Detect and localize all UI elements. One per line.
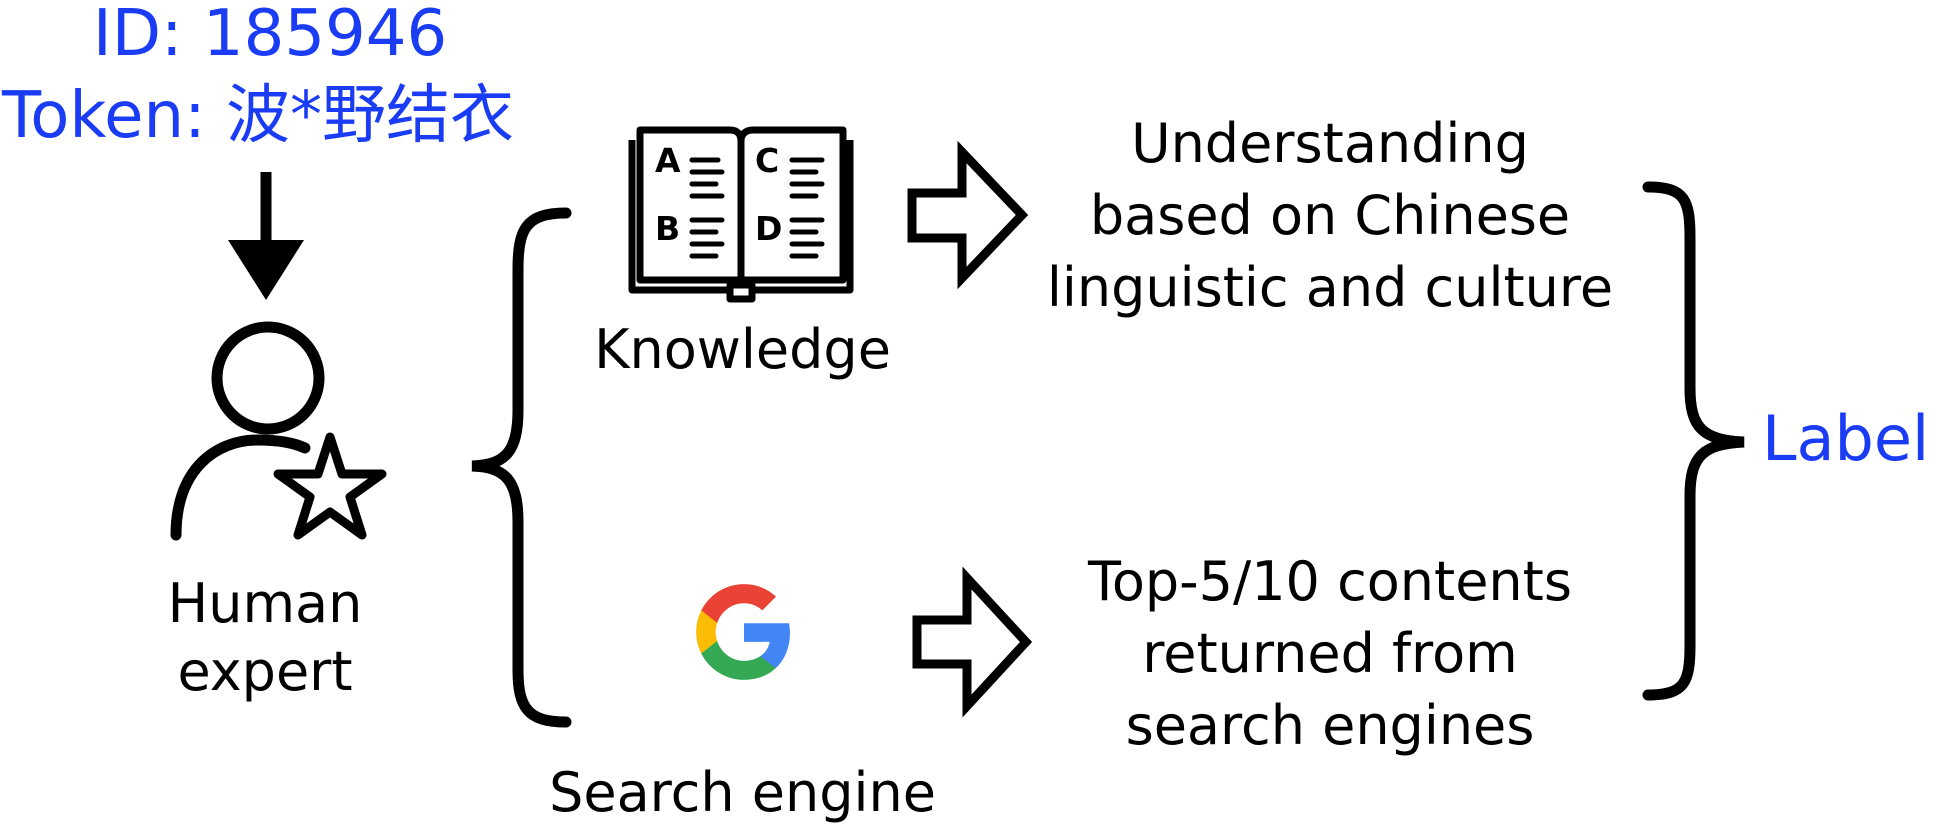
- book-letter-a: A: [655, 141, 681, 180]
- expert-label-line: Human: [167, 572, 363, 635]
- star-icon: [273, 432, 387, 540]
- input-id-text: ID: 185946: [92, 0, 448, 71]
- knowledge-result-text: Understanding based on Chinese linguisti…: [1000, 108, 1660, 323]
- book-letter-b: B: [655, 209, 681, 248]
- expert-label: Human expert: [140, 570, 390, 705]
- search-arrow-icon: [912, 566, 1033, 718]
- output-label: Label: [1762, 402, 1930, 475]
- search-result-text: Top-5/10 contents returned from search e…: [1000, 546, 1660, 761]
- expert-label-line: expert: [177, 639, 353, 703]
- knowledge-result-line: Understanding: [1131, 112, 1529, 175]
- search-engine-label: Search engine: [549, 761, 936, 824]
- left-brace: [471, 207, 572, 728]
- knowledge-result-line: linguistic and culture: [1046, 255, 1614, 319]
- knowledge-result-line: based on Chinese: [1089, 183, 1571, 247]
- google-logo-icon: [696, 584, 790, 680]
- search-result-line: search engines: [1125, 693, 1535, 757]
- down-arrow-icon: [228, 172, 304, 300]
- human-expert-icon: [170, 321, 325, 541]
- search-result-line: returned from: [1142, 621, 1518, 685]
- input-token-text: Token: 波*野结衣: [2, 79, 514, 153]
- knowledge-arrow-icon: [907, 140, 1029, 290]
- knowledge-label: Knowledge: [594, 318, 891, 381]
- book-letter-d: D: [755, 209, 783, 248]
- right-brace: [1642, 181, 1745, 701]
- search-result-line: Top-5/10 contents: [1088, 550, 1572, 613]
- book-icon: [628, 126, 854, 303]
- book-letter-c: C: [755, 141, 780, 180]
